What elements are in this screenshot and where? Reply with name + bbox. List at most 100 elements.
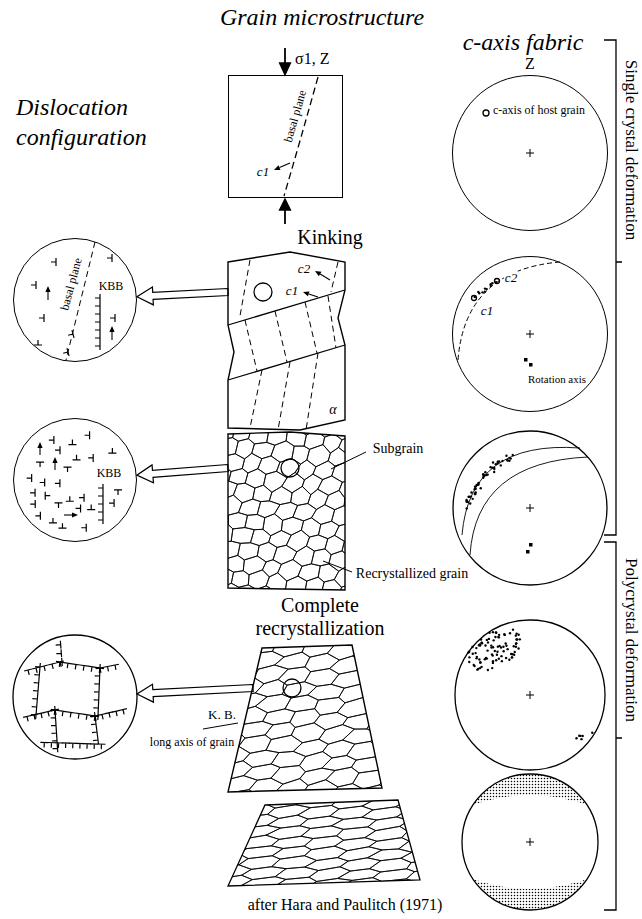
grain-boundary xyxy=(42,805,77,826)
grain-boundary xyxy=(509,910,556,919)
grain-boundary xyxy=(423,427,450,450)
grain-boundary xyxy=(71,809,113,826)
grain-boundary xyxy=(171,503,195,527)
grain-boundary xyxy=(1,777,45,794)
grain-boundary xyxy=(292,738,330,759)
leader-line xyxy=(331,452,366,469)
grain-boundary xyxy=(491,804,532,828)
fabric-point xyxy=(486,649,488,651)
grain-boundary xyxy=(80,878,118,901)
grain-boundary xyxy=(115,496,142,520)
grain-boundary xyxy=(214,620,253,642)
grain-boundary xyxy=(466,594,491,615)
grain-boundary xyxy=(417,724,462,741)
grain-boundary xyxy=(419,470,449,496)
grain-boundary xyxy=(230,625,258,651)
grain-boundary xyxy=(120,794,155,817)
grain-boundary xyxy=(195,433,222,457)
grain-boundary xyxy=(266,814,308,830)
boundary-label: KBB xyxy=(96,467,123,479)
fabric-point xyxy=(481,642,483,644)
grain-boundary xyxy=(279,367,304,390)
grain-boundary xyxy=(287,712,328,728)
grain-boundary xyxy=(43,840,86,857)
grain-boundary xyxy=(146,811,184,833)
grain-boundary xyxy=(504,595,537,615)
grain-boundary xyxy=(176,883,224,900)
fabric-point xyxy=(485,657,487,659)
grain-boundary xyxy=(433,827,474,843)
grain-boundary xyxy=(30,620,67,643)
fabric-point xyxy=(475,647,477,649)
grain-boundary xyxy=(589,741,622,761)
grain-boundary xyxy=(367,698,403,719)
grain-boundary xyxy=(24,845,63,868)
grain-boundary xyxy=(24,737,70,753)
grain-boundary xyxy=(29,747,65,769)
grain-boundary xyxy=(476,593,511,615)
grain-boundary xyxy=(393,700,427,722)
grain-boundary xyxy=(429,744,467,765)
grain-boundary xyxy=(141,894,177,916)
grain-boundary xyxy=(436,518,462,540)
dislocation-symbol xyxy=(95,318,100,326)
grain-boundary xyxy=(233,582,259,606)
grain-boundary xyxy=(446,591,472,615)
grain-boundary xyxy=(363,363,391,387)
fabric-point xyxy=(486,657,488,659)
fabric-point xyxy=(472,653,474,655)
grain-boundary xyxy=(322,489,348,512)
grain-boundary xyxy=(518,791,555,814)
dislocation-symbol xyxy=(40,665,49,672)
grain-boundary xyxy=(181,894,222,910)
grain-boundary xyxy=(549,717,590,733)
grain-boundary xyxy=(347,506,374,530)
grain-boundary xyxy=(227,751,271,767)
grain-boundary xyxy=(224,655,251,680)
grain-boundary xyxy=(438,858,480,875)
grain-boundary xyxy=(546,695,591,712)
grain-boundary xyxy=(133,811,178,828)
grain-boundary xyxy=(435,457,462,482)
grain-boundary xyxy=(306,681,346,704)
grain-boundary xyxy=(158,749,205,766)
grain-boundary xyxy=(596,782,636,805)
dislocation-symbol xyxy=(39,314,44,322)
small-arrow xyxy=(315,271,321,276)
grain-boundary xyxy=(315,712,360,728)
grain-boundary xyxy=(507,879,548,896)
grain-boundary xyxy=(132,500,159,524)
grain-boundary xyxy=(327,402,354,425)
grain-boundary xyxy=(92,748,139,765)
dislocation-symbol xyxy=(108,448,116,453)
grain-boundary xyxy=(445,488,471,512)
grain-boundary xyxy=(67,419,95,444)
grain-boundary xyxy=(135,412,162,436)
grain-boundary xyxy=(5,648,46,670)
grain-boundary xyxy=(404,756,441,779)
dislocation-symbol xyxy=(68,440,76,445)
grain-boundary xyxy=(331,815,377,832)
fabric-point xyxy=(501,460,503,462)
grain-boundary xyxy=(487,635,520,657)
dislocation-symbol xyxy=(55,479,60,487)
grain-boundary xyxy=(287,721,330,738)
fabric-point xyxy=(591,732,593,734)
grain-boundary xyxy=(329,783,373,799)
grain-boundary xyxy=(0,674,21,696)
grain-boundary xyxy=(460,633,496,656)
dislocation-symbol xyxy=(32,695,38,703)
dislocation-symbol xyxy=(48,663,57,670)
grain-boundary xyxy=(395,541,420,564)
grain-boundary xyxy=(555,758,596,773)
small-arrow xyxy=(309,294,318,297)
grain-boundary xyxy=(175,518,203,542)
grain-boundary xyxy=(541,685,588,702)
grain-outline xyxy=(228,432,345,590)
grain-boundary xyxy=(436,645,473,668)
grain-boundary xyxy=(168,400,194,423)
grain-boundary xyxy=(15,880,58,897)
grain-boundary xyxy=(378,307,405,331)
grain-boundary xyxy=(208,874,253,891)
grain-boundary xyxy=(572,891,616,908)
